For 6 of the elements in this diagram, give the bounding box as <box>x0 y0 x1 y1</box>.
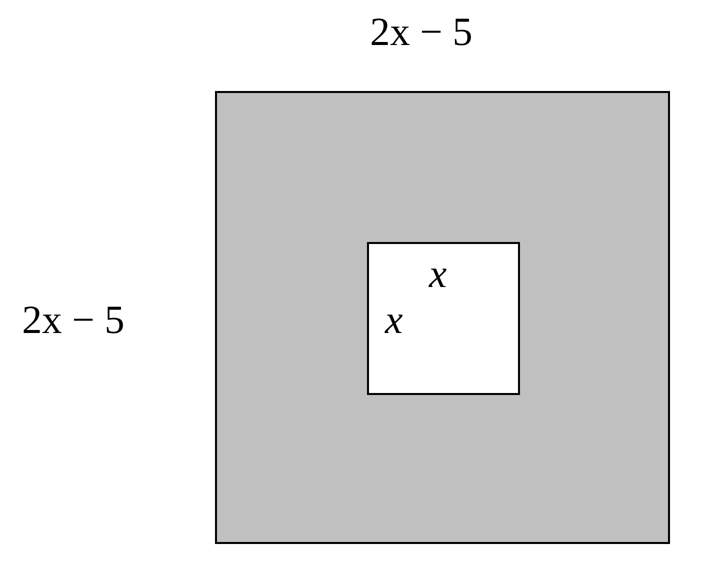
dimension-label: 2x − 5 <box>370 12 473 52</box>
side-label: x <box>429 254 447 294</box>
dimension-label: 2x − 5 <box>22 300 125 340</box>
inner-square <box>367 242 520 395</box>
side-label: x <box>385 300 403 340</box>
shaded-square <box>215 91 670 544</box>
